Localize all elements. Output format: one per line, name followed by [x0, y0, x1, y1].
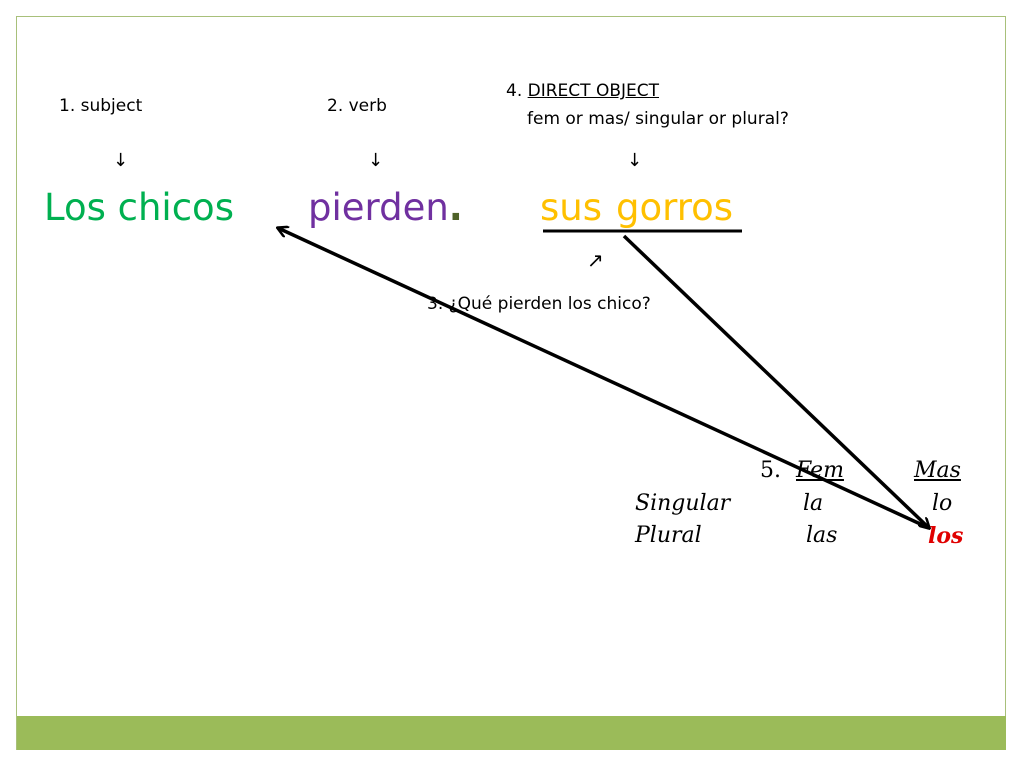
- down-arrow-icon: ↓: [113, 150, 129, 171]
- direct-object-number: 4.: [506, 81, 528, 101]
- table-plural-mas: los: [928, 523, 964, 549]
- sentence-object: sus gorros: [540, 186, 733, 229]
- down-arrow-icon: ↓: [627, 150, 643, 171]
- table-singular-mas: lo: [932, 491, 953, 516]
- direct-object-subtitle: fem or mas/ singular or plural?: [527, 109, 789, 129]
- period-text: .: [448, 186, 463, 229]
- verb-text: pierden: [308, 186, 449, 229]
- table-header-mas: Mas: [914, 458, 961, 483]
- table-singular-fem: la: [803, 491, 824, 516]
- table-header-fem: Fem: [796, 458, 844, 483]
- table-row-singular-label: Singular: [635, 491, 731, 516]
- possessive-text: sus: [540, 186, 603, 229]
- sentence-verb: pierden.: [308, 186, 463, 229]
- table-plural-fem: las: [806, 523, 838, 548]
- subject-text: Los chicos: [44, 186, 234, 229]
- up-right-arrow-icon: ↗: [587, 248, 604, 272]
- verb-label: 2. verb: [327, 96, 387, 116]
- table-number: 5.: [760, 458, 781, 483]
- sentence-subject: Los chicos: [44, 186, 234, 229]
- table-row-plural-label: Plural: [635, 523, 702, 548]
- slide: [16, 16, 1006, 750]
- down-arrow-icon: ↓: [368, 150, 384, 171]
- direct-object-label: 4. DIRECT OBJECT: [506, 81, 659, 101]
- direct-object-title: DIRECT OBJECT: [527, 81, 659, 101]
- subject-label: 1. subject: [59, 96, 143, 116]
- object-text: gorros: [616, 186, 734, 229]
- footer-bar: [17, 716, 1006, 750]
- question-label: 3. ¿Qué pierden los chico?: [427, 294, 651, 314]
